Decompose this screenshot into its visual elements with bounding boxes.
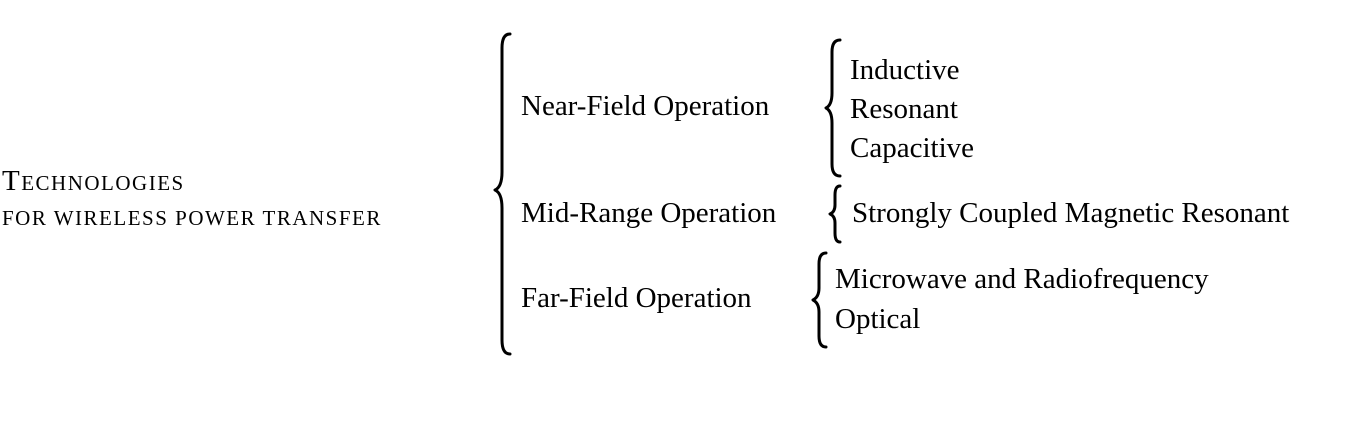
far-field-brace bbox=[811, 251, 828, 349]
leaf-microwave-radiofrequency: Microwave and Radiofrequency bbox=[835, 263, 1209, 295]
root-title-line-1-initial: T bbox=[2, 165, 22, 197]
mid-range-brace bbox=[828, 184, 842, 244]
branch-label-mid-range: Mid-Range Operation bbox=[521, 197, 777, 229]
branch-label-near-field: Near-Field Operation bbox=[521, 90, 770, 122]
leaf-capacitive: Capacitive bbox=[850, 132, 975, 164]
leaf-optical: Optical bbox=[835, 303, 921, 335]
leaf-strongly-coupled-magnetic-resonant: Strongly Coupled Magnetic Resonant bbox=[852, 197, 1290, 229]
root-title-line-2: FOR WIRELESS POWER TRANSFER bbox=[2, 206, 382, 230]
near-field-brace bbox=[824, 38, 842, 178]
root-title-line-1-rest: ECHNOLOGIES bbox=[21, 171, 185, 195]
branch-label-far-field: Far-Field Operation bbox=[521, 282, 752, 314]
leaf-resonant: Resonant bbox=[850, 93, 958, 125]
root-title-line-1: TECHNOLOGIES bbox=[2, 167, 185, 196]
leaf-inductive: Inductive bbox=[850, 54, 960, 86]
main-brace bbox=[493, 32, 512, 356]
